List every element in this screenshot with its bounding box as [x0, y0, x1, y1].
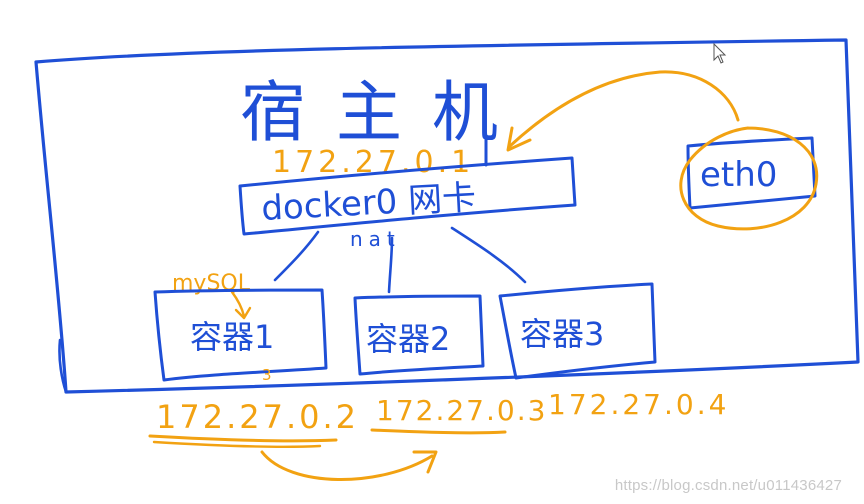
nat-label: nat: [350, 227, 401, 251]
host-boundary-inner-stroke: [58, 338, 68, 394]
link-bridge-container-1: [273, 230, 320, 282]
eth0-to-docker0-arrowhead: [506, 126, 532, 152]
ip-transfer-arrow: [260, 450, 434, 481]
docker0-bridge-box: [238, 156, 577, 236]
host-title: 宿主机: [240, 74, 528, 151]
link-bridge-container-3: [450, 226, 527, 284]
link-bridge-container-2: [387, 236, 394, 294]
docker0-bridge-label: docker0 网卡: [260, 178, 477, 229]
container-3-label: 容器3: [520, 315, 604, 353]
container-3-ip: 172.27.0.4: [548, 388, 729, 421]
eth0-highlight-circle: [679, 126, 819, 231]
container-2-box: [353, 294, 485, 376]
container-1-label: 容器1: [190, 318, 274, 356]
container-1-small-mark: 3: [262, 366, 272, 384]
container-1-ip-underline-2: [152, 440, 322, 448]
container-2-ip: 172.27.0.3: [376, 394, 547, 427]
ip-transfer-arrowhead: [412, 450, 438, 474]
container-1-ip: 172.27.0.2: [156, 398, 359, 436]
service-arrow: [230, 290, 252, 320]
container-3-box: [498, 282, 657, 380]
container-1-box: [153, 288, 328, 382]
watermark: https://blog.csdn.net/u011436427: [614, 477, 842, 494]
eth0-label: eth0: [700, 155, 777, 195]
container-1-ip-underline: [148, 434, 338, 443]
host-boundary: [34, 38, 860, 394]
eth0-to-docker0-arrow: [508, 70, 740, 148]
eth0-box: [686, 136, 817, 210]
container-2-ip-underline: [370, 428, 507, 435]
mouse-cursor-icon: [713, 42, 727, 64]
container-2-label: 容器2: [366, 320, 450, 358]
